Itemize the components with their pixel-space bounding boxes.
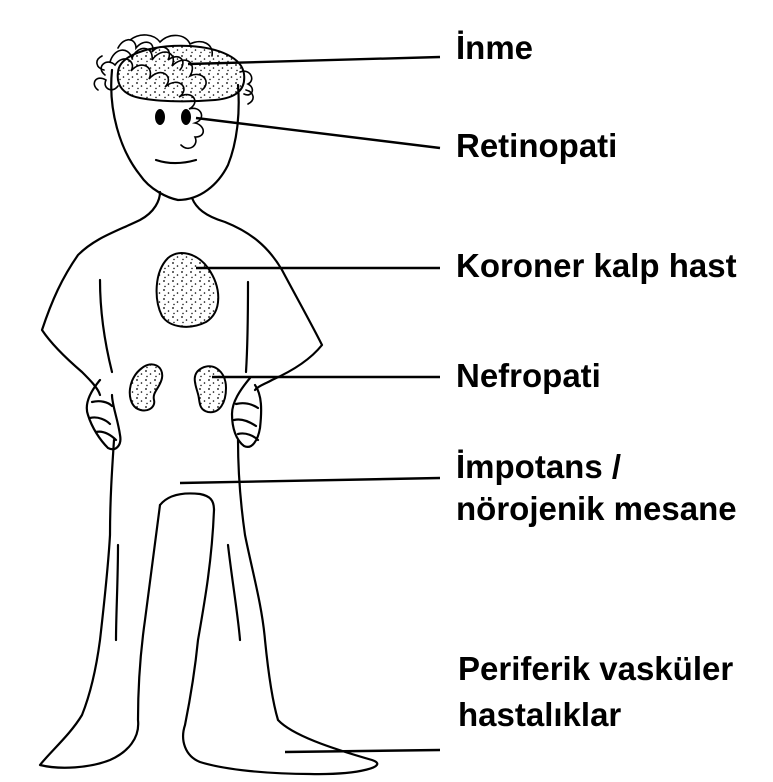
right-eye xyxy=(181,109,191,125)
left-hand xyxy=(87,380,121,449)
right-leg-inner xyxy=(228,545,240,640)
nephropathy-label: Nefropati xyxy=(456,356,601,396)
torso-left xyxy=(40,440,160,768)
stroke-label: İnme xyxy=(456,28,533,68)
coronary-label: Koroner kalp hast xyxy=(456,246,737,286)
face-features xyxy=(155,109,196,163)
impotence-label-line2: nörojenik mesane xyxy=(456,488,737,530)
peripheral-label-line1: Periferik vasküler xyxy=(458,646,733,692)
crotch xyxy=(160,493,214,510)
right-hand xyxy=(232,378,261,447)
coronary-label-text: Koroner kalp hast xyxy=(456,246,737,286)
mouth xyxy=(156,160,196,163)
leader-retinopathy xyxy=(196,118,440,148)
peripheral-label-line2: hastalıklar xyxy=(458,692,733,738)
impotence-label-line1: İmpotans / xyxy=(456,446,737,488)
retinopathy-label-text: Retinopati xyxy=(456,126,617,166)
left-arm-inner xyxy=(100,280,112,372)
torso-right xyxy=(183,440,377,774)
left-eye xyxy=(155,109,165,125)
human-outline xyxy=(40,70,377,774)
impotence-label: İmpotans / nörojenik mesane xyxy=(456,446,737,530)
heart-organ xyxy=(157,253,219,327)
right-kidney xyxy=(195,366,226,412)
stroke-label-text: İnme xyxy=(456,28,533,68)
left-leg-inner xyxy=(116,545,118,640)
brain xyxy=(118,46,245,102)
leader-impotence xyxy=(180,478,440,483)
left-kidney xyxy=(130,364,162,410)
nephropathy-label-text: Nefropati xyxy=(456,356,601,396)
peripheral-label: Periferik vasküler hastalıklar xyxy=(458,646,733,738)
retinopathy-label: Retinopati xyxy=(456,126,617,166)
right-arm-inner xyxy=(246,282,248,372)
leader-peripheral xyxy=(285,750,440,752)
